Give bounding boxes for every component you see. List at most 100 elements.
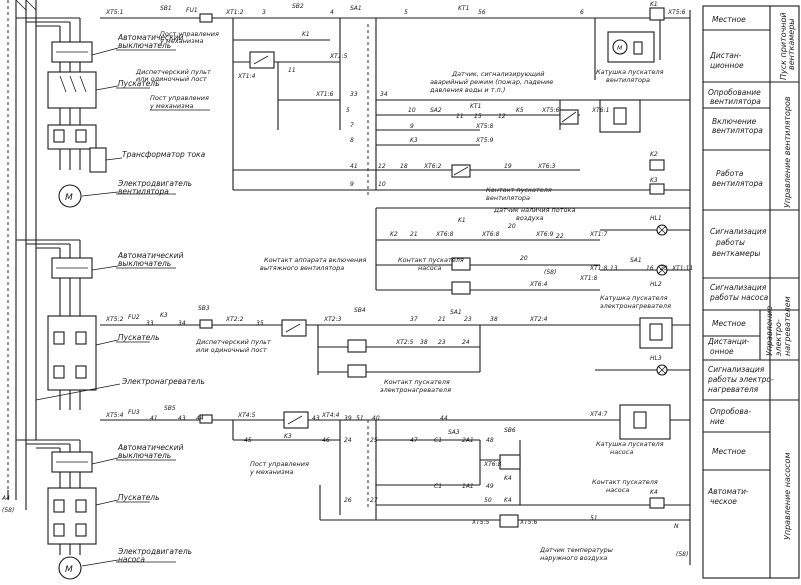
svg-text:43: 43 bbox=[312, 415, 320, 422]
svg-text:48: 48 bbox=[486, 437, 494, 444]
svg-text:5: 5 bbox=[346, 107, 350, 114]
svg-text:Местное: Местное bbox=[712, 447, 746, 456]
svg-text:15: 15 bbox=[474, 113, 482, 120]
label-motor3-b: насоса bbox=[118, 555, 145, 564]
current-transformer bbox=[89, 147, 107, 173]
svg-text:45: 45 bbox=[244, 437, 252, 444]
svg-text:Сигнализация: Сигнализация bbox=[710, 227, 767, 236]
svg-text:K4: K4 bbox=[650, 489, 658, 496]
svg-text:XT1:6: XT1:6 bbox=[315, 91, 334, 98]
fuse-fu3 bbox=[199, 414, 213, 424]
svg-text:M: M bbox=[617, 45, 623, 52]
svg-text:12: 12 bbox=[378, 163, 386, 170]
svg-text:37: 37 bbox=[410, 316, 418, 323]
svg-text:K4: K4 bbox=[504, 475, 512, 482]
svg-text:HL2: HL2 bbox=[650, 281, 662, 288]
svg-text:(58): (58) bbox=[676, 551, 688, 558]
label-dispatcher1-b: или одиночный пост bbox=[136, 75, 207, 83]
svg-text:44: 44 bbox=[440, 415, 448, 422]
svg-text:K3: K3 bbox=[160, 312, 168, 319]
svg-text:9: 9 bbox=[410, 123, 414, 130]
svg-text:XT5:8: XT5:8 bbox=[475, 123, 494, 130]
svg-text:C1: C1 bbox=[434, 437, 442, 444]
svg-text:47: 47 bbox=[410, 437, 418, 444]
svg-text:Дистан-: Дистан- bbox=[709, 51, 742, 60]
svg-text:K3: K3 bbox=[284, 433, 292, 440]
svg-text:8: 8 bbox=[350, 137, 354, 144]
svg-text:XT2:4: XT2:4 bbox=[529, 316, 548, 323]
svg-text:20: 20 bbox=[520, 255, 528, 262]
svg-text:16: 16 bbox=[646, 265, 654, 272]
pump-power-devices: M bbox=[47, 440, 97, 580]
svg-text:40: 40 bbox=[372, 415, 380, 422]
label-dispatcher2-a: Диспетчерский пульт bbox=[195, 338, 271, 346]
label-motor3-a: Электродвигатель bbox=[117, 547, 192, 556]
svg-text:нагревателя: нагревателя bbox=[708, 385, 759, 394]
svg-text:SA1: SA1 bbox=[450, 309, 462, 316]
fan-motor bbox=[58, 184, 82, 208]
svg-text:XT5:1: XT5:1 bbox=[105, 9, 123, 16]
svg-text:21: 21 bbox=[438, 316, 446, 323]
svg-text:Местное: Местное bbox=[712, 15, 746, 24]
svg-text:C1: C1 bbox=[434, 483, 442, 490]
dispatcher-switch-1 bbox=[249, 51, 275, 69]
fuse-fu2 bbox=[199, 319, 213, 329]
svg-text:XT6:8: XT6:8 bbox=[481, 231, 500, 238]
svg-text:K5: K5 bbox=[516, 107, 524, 114]
svg-text:34: 34 bbox=[380, 91, 388, 98]
svg-text:SB2: SB2 bbox=[292, 3, 304, 10]
label-sensor-temp-b: наружного воздуха bbox=[540, 554, 607, 562]
label-sensor-alarm-a: Датчик, сигнализирующий bbox=[451, 70, 545, 78]
svg-text:Включение: Включение bbox=[712, 117, 757, 126]
svg-text:работы электро-: работы электро- bbox=[707, 375, 774, 384]
svg-text:9: 9 bbox=[350, 181, 354, 188]
svg-text:23: 23 bbox=[438, 339, 446, 346]
svg-text:XT2:5: XT2:5 bbox=[395, 339, 414, 346]
svg-text:HL1: HL1 bbox=[650, 215, 662, 222]
label-coil-fan-a: Катушка пускателя bbox=[596, 68, 664, 76]
svg-text:41: 41 bbox=[350, 163, 358, 170]
label-contact-pump-b: насоса bbox=[418, 264, 441, 272]
svg-text:XT6:8: XT6:8 bbox=[483, 461, 502, 468]
svg-text:5: 5 bbox=[404, 9, 408, 16]
center-labels: Пост управления у механизма Диспетчерски… bbox=[135, 30, 671, 562]
vertical-label-2: Управление вентиляторов bbox=[783, 96, 792, 208]
wire-numbers: XT5:1 FU1 SB1 XT1:2 3 SB2 4 SA1 5 KT1 56… bbox=[105, 1, 693, 558]
svg-text:K1: K1 bbox=[302, 31, 310, 38]
svg-text:25: 25 bbox=[370, 437, 378, 444]
svg-text:43: 43 bbox=[178, 415, 186, 422]
control-elements: M bbox=[199, 7, 673, 528]
svg-text:2A1: 2A1 bbox=[462, 437, 474, 444]
svg-text:K1: K1 bbox=[650, 1, 658, 8]
svg-text:4: 4 bbox=[330, 9, 334, 16]
svg-text:SA3: SA3 bbox=[448, 429, 460, 436]
left-leaders bbox=[35, 47, 176, 567]
svg-text:Работа: Работа bbox=[716, 169, 744, 178]
vertical-label-1b: венткамеры bbox=[787, 18, 796, 70]
svg-text:41: 41 bbox=[150, 415, 158, 422]
svg-text:12: 12 bbox=[498, 113, 506, 120]
label-coil-pump-b: насоса bbox=[610, 448, 633, 456]
svg-text:XT4:4: XT4:4 bbox=[321, 412, 340, 419]
svg-text:XT1:11: XT1:11 bbox=[671, 265, 693, 272]
svg-text:онное: онное bbox=[710, 347, 734, 356]
svg-text:ние: ние bbox=[710, 417, 725, 426]
svg-text:M: M bbox=[65, 565, 73, 575]
svg-text:6: 6 bbox=[580, 9, 584, 16]
svg-text:HL3: HL3 bbox=[650, 355, 662, 362]
svg-text:26: 26 bbox=[344, 497, 352, 504]
svg-text:49: 49 bbox=[486, 483, 494, 490]
starter-1-frame bbox=[47, 71, 97, 109]
label-sensor-alarm-c: давления воды и т.п.) bbox=[429, 86, 505, 94]
dispatcher-switch-2 bbox=[281, 319, 307, 337]
svg-text:KT1: KT1 bbox=[458, 5, 469, 12]
svg-text:FU2: FU2 bbox=[128, 314, 140, 321]
label-coil-heater-b: электронагревателя bbox=[600, 302, 671, 310]
label-auto3-b: выключатель bbox=[118, 451, 171, 460]
svg-text:Автомати-: Автомати- bbox=[707, 487, 749, 496]
svg-text:46: 46 bbox=[322, 437, 330, 444]
svg-text:19: 19 bbox=[504, 163, 512, 170]
label-sensor-air-b: воздуха bbox=[516, 214, 543, 222]
svg-text:XT1:8: XT1:8 bbox=[579, 275, 598, 282]
label-starter1: Пускатель bbox=[118, 79, 160, 88]
